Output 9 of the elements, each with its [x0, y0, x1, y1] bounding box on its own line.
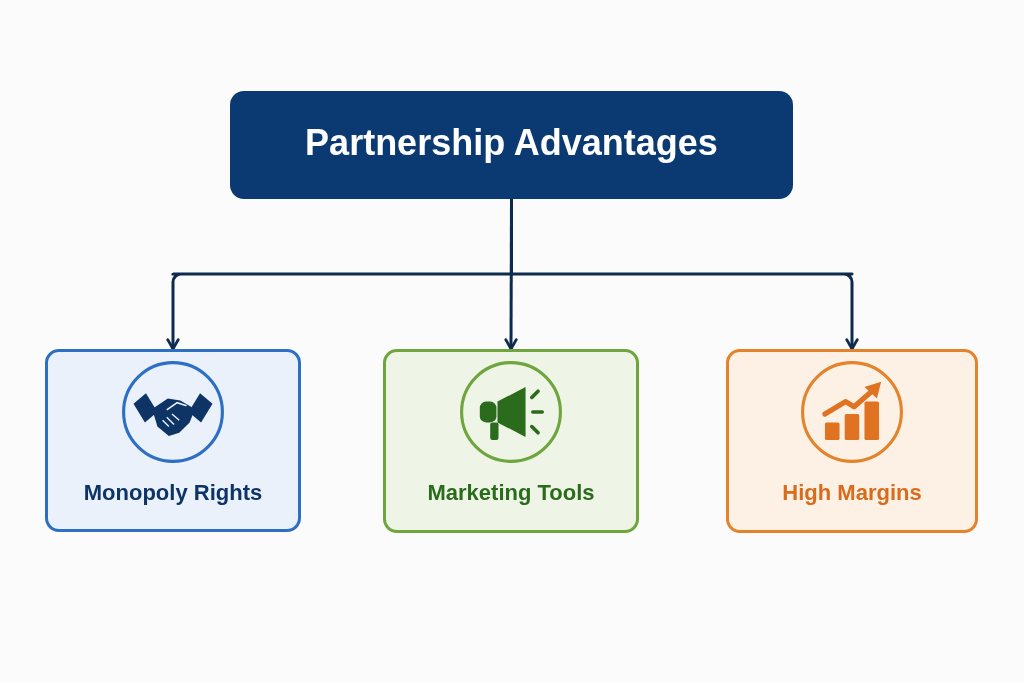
- connector-arrow: [510, 199, 859, 351]
- benefit-card: [726, 349, 978, 533]
- header-box: [230, 91, 793, 199]
- card-label: Monopoly Rights: [82, 480, 264, 507]
- header-title: Partnership Advantages: [304, 121, 719, 165]
- benefit-card: [383, 349, 639, 533]
- card-label: Marketing Tools: [426, 480, 596, 507]
- card-label: High Margins: [781, 480, 923, 507]
- benefit-card: [45, 349, 301, 532]
